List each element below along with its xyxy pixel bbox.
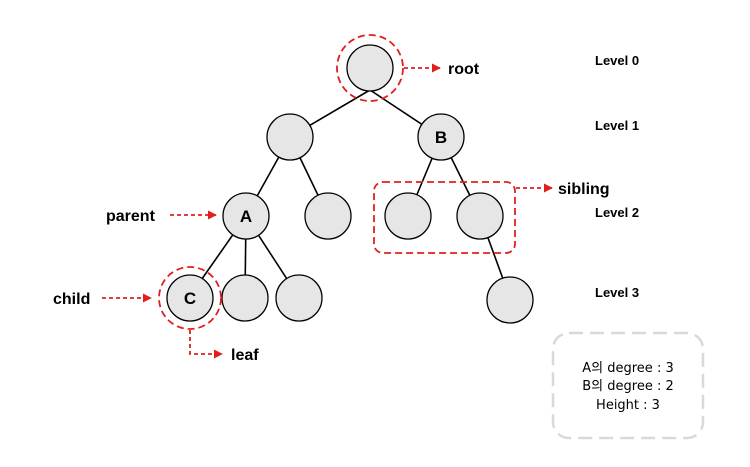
root-label: root <box>448 61 480 78</box>
node-level3-right <box>275 274 323 322</box>
sibling-highlight-box <box>373 181 516 254</box>
node-level2-mid <box>304 192 352 240</box>
node-level1-left <box>266 113 314 161</box>
node-b-label: B <box>435 128 447 147</box>
node-b: B <box>417 113 465 161</box>
node-sibling-right <box>456 192 504 240</box>
info-a-degree: A의 degree : 3 <box>582 361 673 376</box>
node-a: A <box>222 192 270 240</box>
leaf-arrow <box>189 330 223 359</box>
level-0-label: Level 0 <box>595 53 639 68</box>
node-c: C <box>166 274 214 322</box>
child-highlight-circle <box>158 266 222 330</box>
level-1-label: Level 1 <box>595 118 639 133</box>
root-highlight-circle <box>336 34 404 102</box>
level-2-label: Level 2 <box>595 205 639 220</box>
sibling-label: sibling <box>558 181 610 198</box>
node-a-label: A <box>240 207 252 226</box>
tree-nodes: B A C <box>166 44 534 324</box>
info-height: Height : 3 <box>596 398 660 413</box>
node-c-label: C <box>184 289 196 308</box>
parent-label: parent <box>106 208 156 225</box>
node-level3-far <box>486 276 534 324</box>
node-sibling-left <box>384 192 432 240</box>
info-b-degree: B의 degree : 2 <box>582 379 673 394</box>
leaf-label: leaf <box>231 347 259 364</box>
node-level3-mid <box>221 274 269 322</box>
child-label: child <box>53 291 90 308</box>
node-root <box>346 44 394 92</box>
info-box: A의 degree : 3 B의 degree : 2 Height : 3 <box>551 331 705 440</box>
level-3-label: Level 3 <box>595 285 639 300</box>
